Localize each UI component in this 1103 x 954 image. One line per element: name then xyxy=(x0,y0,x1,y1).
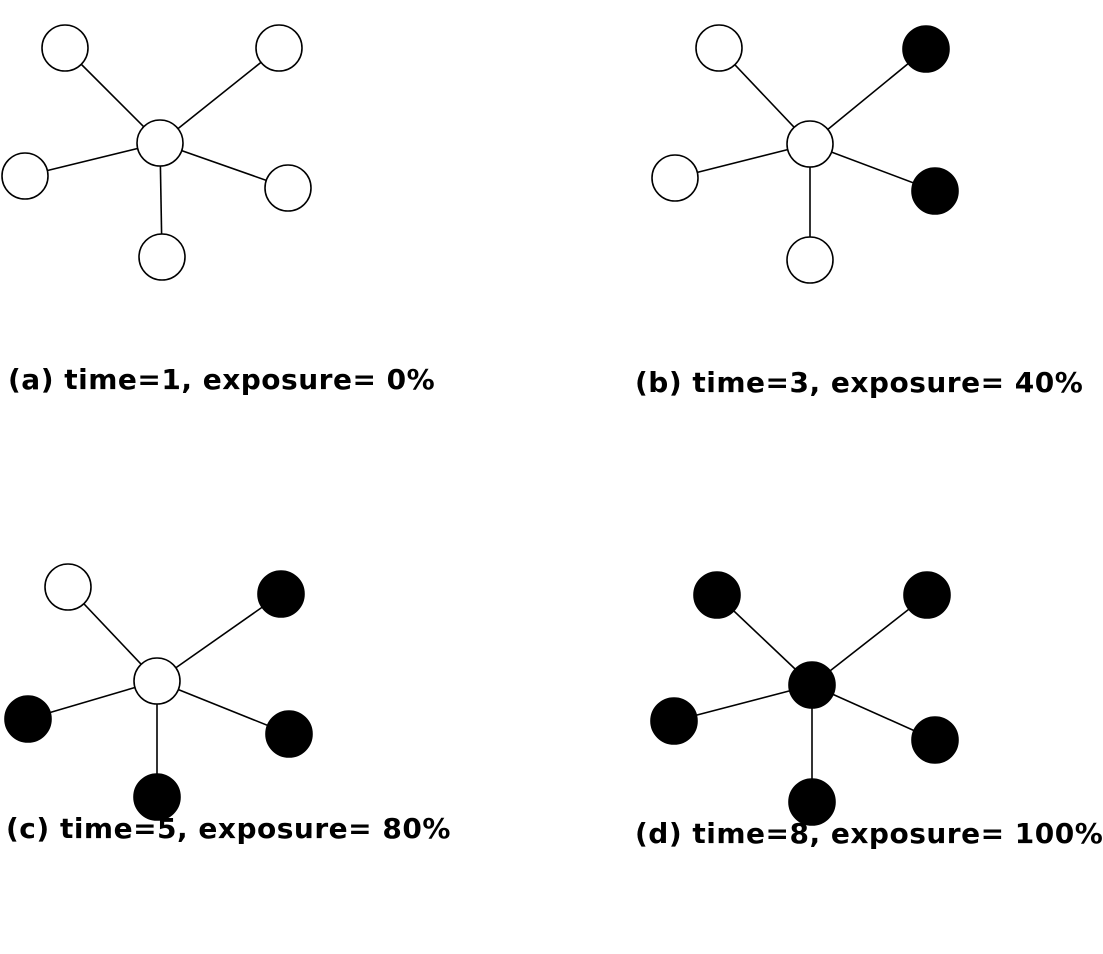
diagram-panel-b: (b) time=3, exposure= 40% xyxy=(536,0,1083,477)
node-top-right-unexposed xyxy=(255,24,303,72)
node-center-exposed xyxy=(788,661,836,709)
edge-top-right xyxy=(809,48,927,145)
node-left-unexposed xyxy=(651,154,699,202)
node-top-left-unexposed xyxy=(695,24,743,72)
node-left-unexposed xyxy=(1,152,49,200)
node-center-unexposed xyxy=(133,657,181,705)
edge-top-right xyxy=(159,47,280,144)
node-top-right-exposed xyxy=(257,570,305,618)
star-network-b xyxy=(651,24,959,284)
node-bottom-unexposed xyxy=(138,233,186,281)
node-right-exposed xyxy=(911,167,959,215)
node-bottom-exposed xyxy=(133,773,181,821)
node-bottom-exposed xyxy=(788,778,836,826)
node-bottom-unexposed xyxy=(786,236,834,284)
node-right-unexposed xyxy=(264,164,312,212)
caption-c: (c) time=5, exposure= 80% xyxy=(6,812,451,845)
node-top-right-exposed xyxy=(903,571,951,619)
star-network-c xyxy=(4,563,313,821)
node-right-exposed xyxy=(911,716,959,764)
node-top-right-exposed xyxy=(902,25,950,73)
edge-top-right xyxy=(156,593,282,682)
caption-b: (b) time=3, exposure= 40% xyxy=(635,366,1084,399)
node-left-exposed xyxy=(4,695,52,743)
node-top-left-unexposed xyxy=(44,563,92,611)
node-center-unexposed xyxy=(136,119,184,167)
caption-d: (d) time=8, exposure= 100% xyxy=(635,817,1103,850)
diagram-panel-a: (a) time=1, exposure= 0% xyxy=(0,0,536,477)
star-network-d xyxy=(650,571,959,826)
node-top-left-unexposed xyxy=(41,24,89,72)
node-center-unexposed xyxy=(786,120,834,168)
node-top-left-exposed xyxy=(693,571,741,619)
diagram-panel-d: (d) time=8, exposure= 100% xyxy=(536,477,1103,954)
edge-top-right xyxy=(811,594,928,686)
diagram-panel-c: (c) time=5, exposure= 80% xyxy=(0,477,536,954)
node-left-exposed xyxy=(650,697,698,745)
star-network-a xyxy=(1,24,312,281)
node-right-exposed xyxy=(265,710,313,758)
caption-a: (a) time=1, exposure= 0% xyxy=(8,363,436,396)
